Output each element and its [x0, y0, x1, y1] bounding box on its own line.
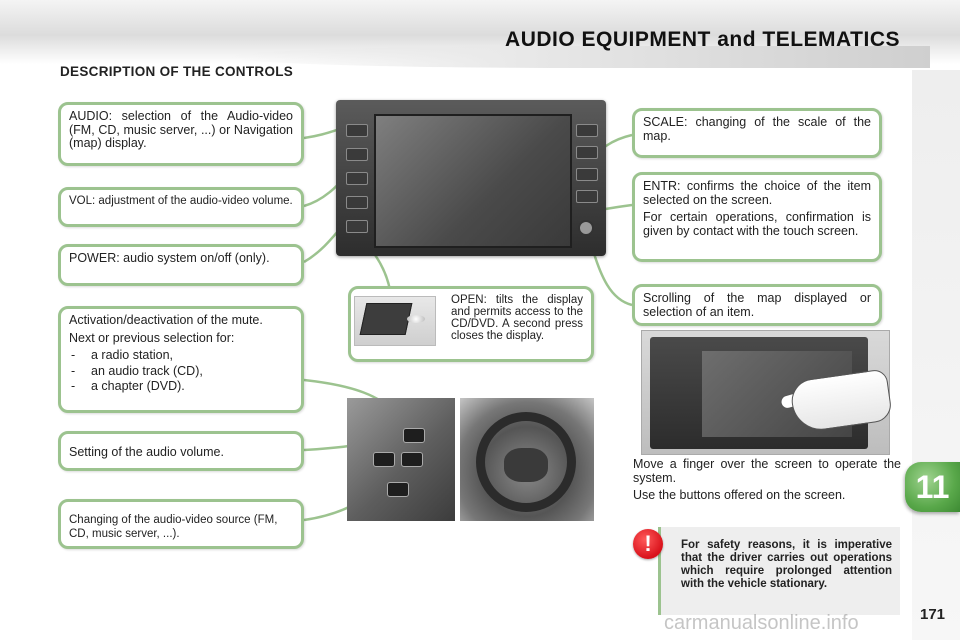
right-margin-strip	[912, 70, 960, 640]
vol-button-image	[346, 148, 368, 161]
callout-source-text: Changing of the audio-video source (FM, …	[69, 514, 278, 540]
power-button-image	[346, 172, 368, 185]
page-number: 171	[920, 606, 946, 623]
callout-scroll-text: Scrolling of the map displayed or select…	[643, 291, 871, 319]
safety-warning-text: For safety reasons, it is imperative tha…	[681, 539, 892, 590]
wheel-rim-image	[476, 412, 576, 512]
seek-switch-image	[401, 452, 423, 467]
entr-button-image	[576, 190, 598, 203]
info-button-image	[576, 124, 598, 137]
header-swoosh	[230, 46, 930, 68]
callout-vol-text: VOL: adjustment of the audio-video volum…	[69, 195, 293, 207]
callout-volume-setting-text: Setting of the audio volume.	[69, 445, 224, 459]
callout-power: POWER: audio system on/off (only).	[58, 244, 304, 286]
touch-caption-line1: Move a finger over the screen to operate…	[633, 457, 901, 485]
navigation-screen	[374, 114, 572, 248]
page-title: AUDIO EQUIPMENT and TELEMATICS	[505, 28, 900, 51]
open-button-image	[346, 220, 368, 233]
callout-audio: AUDIO: selection of the Audio-video (FM,…	[58, 102, 304, 166]
list-item: a chapter (DVD).	[69, 379, 293, 394]
touch-caption: Move a finger over the screen to operate…	[633, 457, 901, 507]
callout-scroll: Scrolling of the map displayed or select…	[632, 284, 882, 326]
callout-entr-text-2: For certain operations, confirmation is …	[643, 210, 871, 238]
chapter-tab: 11	[905, 462, 960, 512]
safety-warning-box: For safety reasons, it is imperative tha…	[658, 527, 900, 615]
mute-switch-image	[403, 428, 425, 443]
callout-open-text: OPEN: tilts the display and permits acce…	[451, 294, 583, 342]
scroll-knob-image	[578, 220, 594, 236]
callout-entr-text-1: ENTR: confirms the choice of the item se…	[643, 179, 871, 207]
callout-audio-text: AUDIO: selection of the Audio-video (FM,…	[69, 109, 293, 150]
open-display-image	[354, 296, 436, 346]
set-button-image	[346, 196, 368, 209]
section-title: DESCRIPTION OF THE CONTROLS	[60, 64, 294, 79]
audio-button-image	[346, 124, 368, 137]
callout-source: Changing of the audio-video source (FM, …	[58, 499, 304, 549]
warning-icon: !	[633, 529, 663, 559]
wheel-hub-image	[504, 448, 548, 482]
callout-scale: SCALE: changing of the scale of the map.	[632, 108, 882, 158]
source-switch-image	[387, 482, 409, 497]
callout-mute-line1: Activation/deactivation of the mute.	[69, 313, 263, 327]
callout-entr: ENTR: confirms the choice of the item se…	[632, 172, 882, 262]
callout-mute: Activation/deactivation of the mute. Nex…	[58, 306, 304, 413]
scale-button-image	[576, 146, 598, 159]
steering-wheel-image	[460, 398, 594, 521]
disc-image	[407, 315, 425, 323]
callout-power-text: POWER: audio system on/off (only).	[69, 251, 270, 265]
navigation-unit-image	[336, 100, 606, 256]
list-item: a radio station,	[69, 348, 293, 363]
volume-switch-image	[373, 452, 395, 467]
watermark: carmanualsonline.info	[664, 612, 859, 634]
list-item: an audio track (CD),	[69, 364, 293, 379]
touch-caption-line2: Use the buttons offered on the screen.	[633, 488, 846, 502]
steering-controls-closeup-image	[347, 398, 455, 521]
touch-screen-image	[641, 330, 894, 455]
callout-mute-list: a radio station, an audio track (CD), a …	[69, 348, 293, 394]
callout-scale-text: SCALE: changing of the scale of the map.	[643, 115, 871, 143]
menu-button-image	[576, 168, 598, 181]
callout-mute-line2: Next or previous selection for:	[69, 330, 235, 345]
callout-volume-setting: Setting of the audio volume.	[58, 431, 304, 471]
callout-vol: VOL: adjustment of the audio-video volum…	[58, 187, 304, 227]
tilted-screen-image	[359, 303, 413, 335]
